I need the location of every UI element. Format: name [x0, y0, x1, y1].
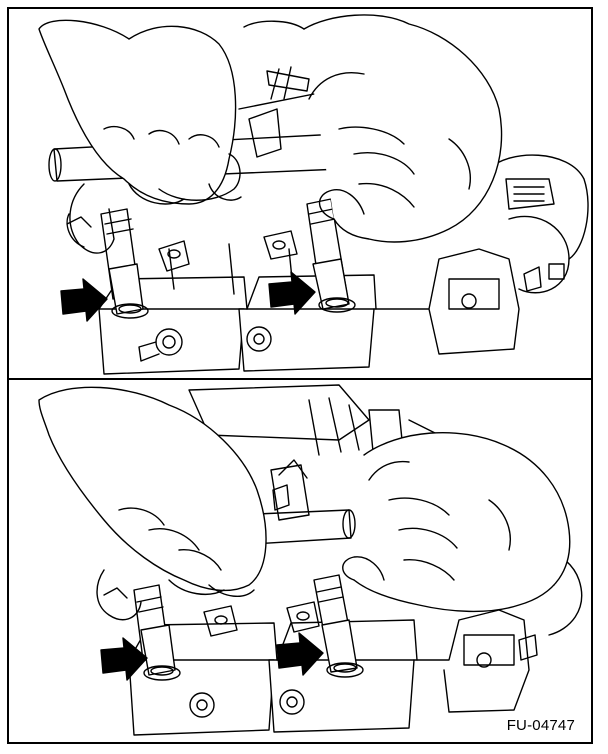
fuel-injector-left [133, 584, 181, 681]
bottom-panel-illustration [38, 384, 583, 736]
intake-manifold-bottom [128, 543, 583, 736]
figure-frame: FU-04747 [7, 7, 593, 744]
filled-arrow-icon [100, 637, 148, 681]
bolt-boss-left [189, 692, 215, 718]
bolt-boss-right [246, 326, 272, 352]
fuel-injector-right [313, 574, 364, 678]
manifold-port-left [203, 605, 238, 637]
filled-arrow-icon [60, 278, 108, 322]
filled-arrow-icon [276, 632, 324, 676]
top-panel-illustration [38, 14, 589, 375]
manifold-port-right [286, 601, 320, 633]
right-hand [243, 14, 503, 243]
filled-arrow-icon [268, 271, 316, 315]
bolt-boss-right [279, 689, 305, 715]
right-hand [342, 432, 571, 613]
left-hand [38, 19, 242, 254]
bottom-panel [9, 380, 591, 742]
fuel-injector-left [100, 208, 149, 319]
fuel-injector-right [306, 198, 356, 313]
panel-divider [9, 378, 591, 380]
manifold-port-left [158, 240, 190, 272]
figure-id-label: FU-04747 [504, 717, 577, 734]
top-panel [9, 9, 591, 378]
manifold-port-right [263, 230, 298, 260]
intake-manifold-top [98, 154, 589, 375]
left-hand [38, 386, 267, 621]
bolt-boss-left [138, 328, 183, 362]
